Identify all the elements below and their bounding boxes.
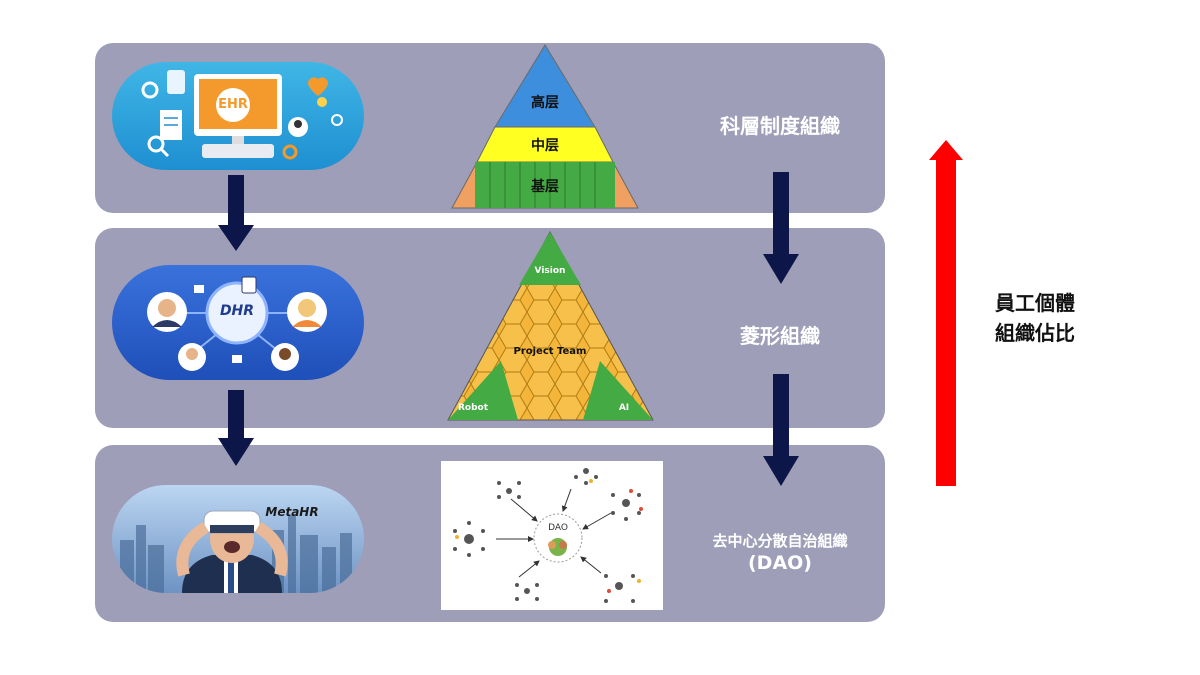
- dao-center-label: DAO: [548, 523, 568, 533]
- bureaucracy-label: 科層制度組織: [720, 114, 840, 138]
- diamond-org-label: 菱形組織: [740, 324, 820, 348]
- dao-org-label-line2: (DAO): [748, 552, 812, 574]
- down-arrow-dhr-to-metahr: [218, 390, 254, 466]
- pyramid-middle-label: 中层: [531, 138, 559, 154]
- project-team-label: Project Team: [513, 346, 587, 357]
- down-arrow-ehr-to-dhr: [218, 175, 254, 251]
- ehr-illustration: EHR: [112, 62, 364, 170]
- hierarchy-pyramid: [451, 44, 639, 209]
- ai-label: AI: [618, 403, 630, 413]
- individual-share-line2: 組織佔比: [995, 321, 1075, 345]
- vision-label: Vision: [534, 266, 566, 276]
- dao-graph: [453, 468, 643, 603]
- dhr-illustration: DHR: [112, 265, 364, 380]
- metahr-graphic: [120, 510, 352, 593]
- ehr-badge: EHR: [216, 88, 250, 122]
- robot-label: Robot: [457, 403, 489, 413]
- down-arrow-diamond-to-dao: [763, 374, 799, 486]
- dao-org-label: 去中心分散自治組織 (DAO): [680, 530, 880, 575]
- dao-network-diagram: DAO: [441, 461, 663, 610]
- metahr-badge: MetaHR: [265, 505, 319, 519]
- up-arrow-individual-share: [929, 140, 963, 486]
- down-arrow-bureaucracy-to-diamond: [763, 172, 799, 284]
- dao-org-label-line1: 去中心分散自治組織: [712, 532, 848, 550]
- project-team-pyramid: [447, 230, 654, 421]
- individual-share-line1: 員工個體: [995, 291, 1075, 315]
- pyramid-top-label: 高层: [531, 95, 559, 111]
- individual-share-label: 員工個體 組織佔比: [975, 288, 1095, 348]
- metahr-illustration: MetaHR: [112, 485, 364, 593]
- dhr-graphic: [147, 276, 327, 371]
- dhr-badge: DHR: [219, 303, 255, 319]
- pyramid-bottom-label: 基层: [531, 179, 559, 195]
